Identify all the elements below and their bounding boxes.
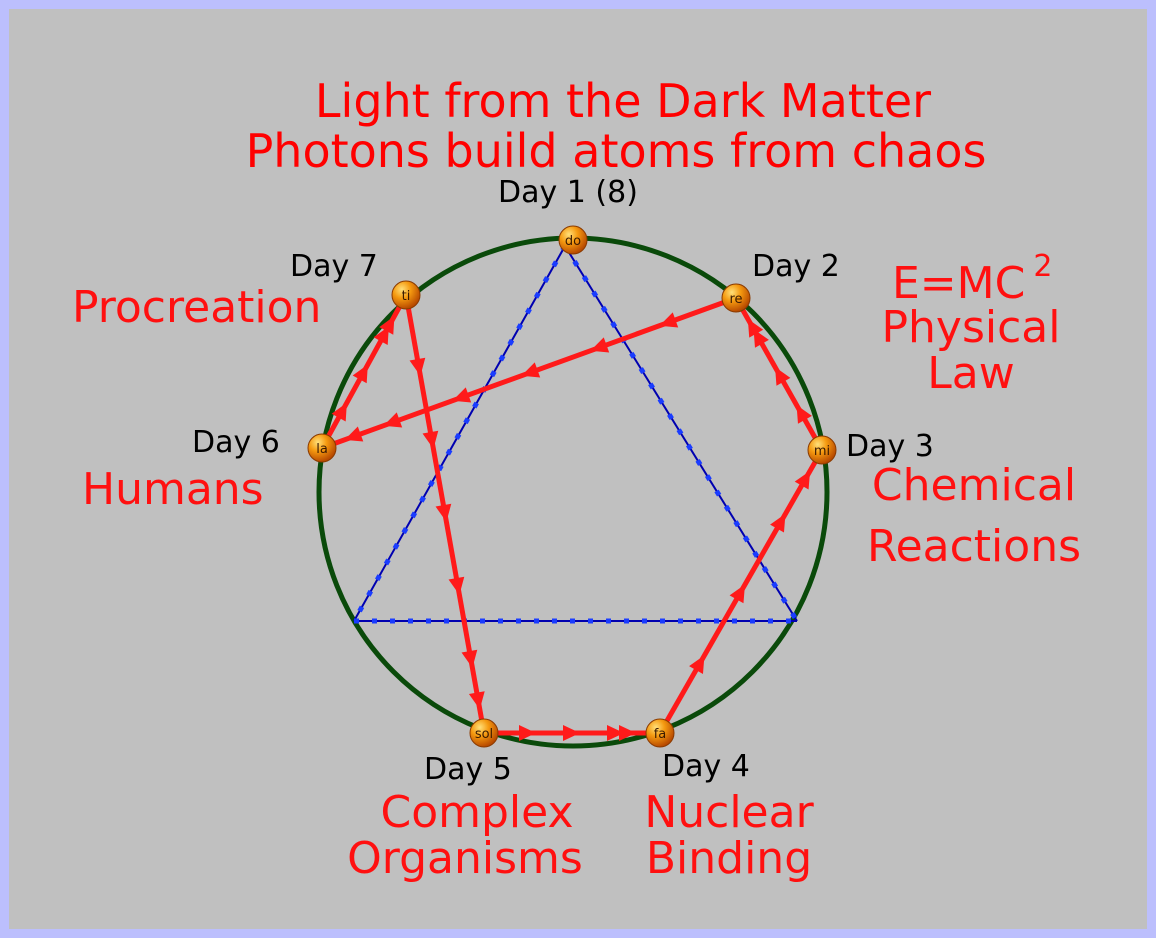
- day-2-label: Day 2: [752, 249, 840, 284]
- title-line-1: Light from the Dark Matter: [314, 74, 932, 128]
- note-label-re: re: [729, 292, 742, 307]
- flow-arrowhead: [521, 362, 541, 378]
- note-label-sol: sol: [475, 727, 493, 742]
- flow-arrowhead: [729, 584, 745, 604]
- note-label-mi: mi: [814, 444, 830, 459]
- note-nodes: do re mi fa sol la ti: [307, 225, 837, 748]
- flow-arrowhead: [409, 357, 426, 376]
- flow-arrowhead: [753, 329, 769, 348]
- physical-label: Physical: [881, 302, 1061, 353]
- flow-arrowhead: [352, 364, 368, 384]
- flow-arrowhead: [519, 725, 536, 741]
- law-label: Law: [927, 348, 1015, 399]
- flow-arrowhead: [331, 402, 347, 422]
- flow-arrowhead: [422, 430, 439, 449]
- note-node-do: do: [558, 225, 588, 255]
- note-label-la: la: [316, 442, 328, 457]
- day-5-label: Day 5: [424, 752, 512, 787]
- flow-arrowhead: [373, 326, 389, 345]
- flow-arrowhead: [379, 316, 395, 335]
- note-node-ti: ti: [391, 280, 421, 310]
- flow-arrowhead: [452, 387, 472, 403]
- humans-label: Humans: [82, 464, 264, 515]
- note-node-re: re: [721, 283, 751, 313]
- note-ball: [807, 435, 837, 465]
- note-label-fa: fa: [654, 727, 667, 742]
- note-node-sol: sol: [469, 718, 499, 748]
- title-line-2: Photons build atoms from chaos: [245, 124, 987, 178]
- triangle-side: [353, 245, 566, 622]
- flow-arrowhead: [563, 725, 580, 741]
- note-ball: [307, 433, 337, 463]
- note-ball: [645, 718, 675, 748]
- note-node-fa: fa: [645, 718, 675, 748]
- flow-arrowhead: [775, 367, 791, 386]
- note-label-do: do: [565, 234, 581, 249]
- day-4-label: Day 4: [662, 749, 750, 784]
- day-6-label: Day 6: [192, 425, 280, 460]
- note-label-ti: ti: [402, 289, 411, 304]
- day-7-label: Day 7: [290, 249, 378, 284]
- energy-equation-exponent: 2: [1033, 249, 1053, 284]
- flow-arrowhead: [747, 318, 764, 338]
- flow-arrowhead: [344, 426, 364, 442]
- flow-arrowhead: [435, 503, 452, 522]
- organisms-label: Organisms: [347, 833, 583, 884]
- nuclear-label: Nuclear: [644, 787, 814, 838]
- flow-arrowhead: [590, 337, 610, 353]
- flow-arrowhead: [448, 576, 465, 595]
- day-1-label: Day 1 (8): [498, 175, 638, 210]
- flow-arrowhead: [468, 691, 485, 710]
- flow-lines: [319, 293, 825, 741]
- flow-arrowhead: [689, 655, 705, 675]
- binding-label: Binding: [645, 833, 813, 884]
- chemical-label: Chemical: [871, 460, 1077, 511]
- flow-arrowhead: [659, 312, 679, 328]
- note-ball: [469, 718, 499, 748]
- triangle-side-dashes: [562, 244, 800, 623]
- note-node-mi: mi: [807, 435, 837, 465]
- procreation-label: Procreation: [72, 282, 322, 333]
- note-ball: [391, 280, 421, 310]
- note-ball: [721, 283, 751, 313]
- flow-arrowhead: [383, 412, 403, 428]
- energy-equation-text: E=MC: [892, 258, 1026, 309]
- flow-arrowhead: [607, 725, 624, 741]
- note-node-la: la: [307, 433, 337, 463]
- reactions-label: Reactions: [866, 521, 1082, 572]
- complex-label: Complex: [380, 787, 574, 838]
- flow-arrowhead: [794, 470, 811, 490]
- note-ball: [558, 225, 588, 255]
- flow-arrowhead: [796, 405, 812, 424]
- flow-arrowhead: [619, 725, 636, 741]
- day-3-label: Day 3: [846, 429, 934, 464]
- flow-arrowhead: [461, 649, 478, 668]
- flow-arrowhead: [770, 513, 786, 533]
